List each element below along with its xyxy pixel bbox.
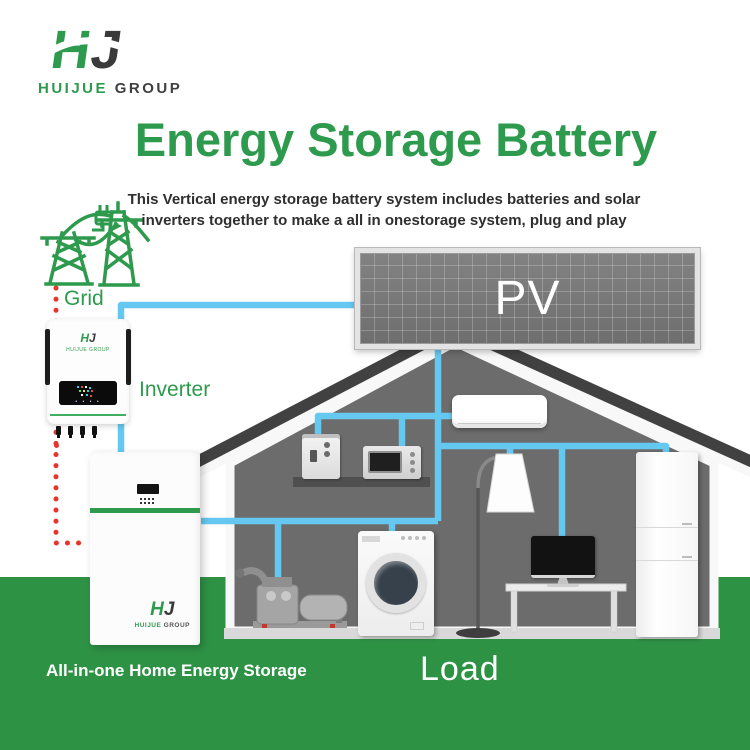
monogram-swoosh — [44, 37, 144, 60]
tv-monitor-base — [547, 584, 579, 587]
battery-brand-line: HUIJUE GROUP — [135, 618, 191, 633]
battery-accent-stripe — [90, 508, 200, 513]
refrigerator — [636, 452, 698, 637]
red-dotted-grid-line — [53, 285, 89, 546]
brand-name-suffix: GROUP — [114, 80, 183, 97]
floor-lamp — [456, 453, 535, 638]
brand-name-primary: HUIJUE — [38, 80, 109, 97]
microwave-window — [368, 451, 402, 473]
wall-shelf — [293, 477, 430, 487]
battery-display — [137, 484, 159, 494]
transmission-towers-icon — [40, 201, 151, 287]
inverter-logo: HJ — [47, 331, 129, 345]
battery-brand-primary: HUIJUE — [134, 622, 162, 629]
tv-monitor — [531, 536, 595, 578]
wire-shelf-branch — [314, 412, 452, 438]
inverter-heatsink-right — [126, 329, 131, 385]
inverter-display-pixels — [77, 386, 79, 388]
battery-logo: HJ HUIJUE GROUP — [135, 599, 191, 633]
inverter-label: Inverter — [139, 378, 211, 401]
tv-monitor-stand — [557, 578, 569, 585]
inverter-indicator — [54, 443, 59, 448]
washing-machine — [358, 531, 434, 636]
battery-monogram-j: J — [163, 599, 175, 620]
air-conditioner — [452, 395, 547, 428]
microwave-panel — [409, 452, 417, 473]
coffee-machine — [302, 434, 340, 479]
washer-service-slot — [410, 622, 424, 630]
subtitle: This Vertical energy storage battery sys… — [30, 189, 738, 231]
microwave-oven — [363, 446, 421, 479]
subtitle-line-2: inverters together to make a all in ones… — [141, 212, 627, 229]
load-label: Load — [420, 650, 500, 688]
brand-logo: H J HUIJUE GROUP — [38, 18, 198, 98]
inverter-terminals — [54, 426, 124, 440]
washer-door — [366, 553, 426, 613]
page-title: Energy Storage Battery — [134, 113, 658, 166]
inverter-monogram-h: H — [80, 331, 89, 345]
plug-icon — [92, 205, 122, 232]
inverter-accent-line — [50, 414, 126, 416]
inverter-brand-line: HUIJUE GROUP — [66, 347, 110, 353]
battery-brand-suffix: GROUP — [163, 622, 190, 629]
pv-panel: PV — [355, 248, 700, 349]
inverter-unit: HJ HUIJUE GROUP — [45, 319, 131, 448]
inverter-display — [59, 381, 117, 405]
grid-label: Grid — [64, 287, 104, 310]
washer-detergent-drawer — [362, 536, 380, 542]
pump-compressor — [235, 567, 348, 628]
brand-name: HUIJUE GROUP — [38, 80, 182, 97]
battery-buttons — [140, 498, 142, 500]
battery-unit: HJ HUIJUE GROUP — [90, 452, 200, 645]
inverter-monogram-j: J — [88, 331, 96, 345]
hj-monogram-icon: H J — [44, 20, 144, 80]
inverter-heatsink-left — [45, 329, 50, 385]
subtitle-line-1: This Vertical energy storage battery sys… — [127, 191, 641, 208]
washer-buttons — [398, 536, 428, 542]
battery-monogram-h: H — [150, 599, 164, 620]
battery-caption: All-in-one Home Energy Storage — [46, 661, 307, 680]
pv-label: PV — [494, 272, 561, 325]
